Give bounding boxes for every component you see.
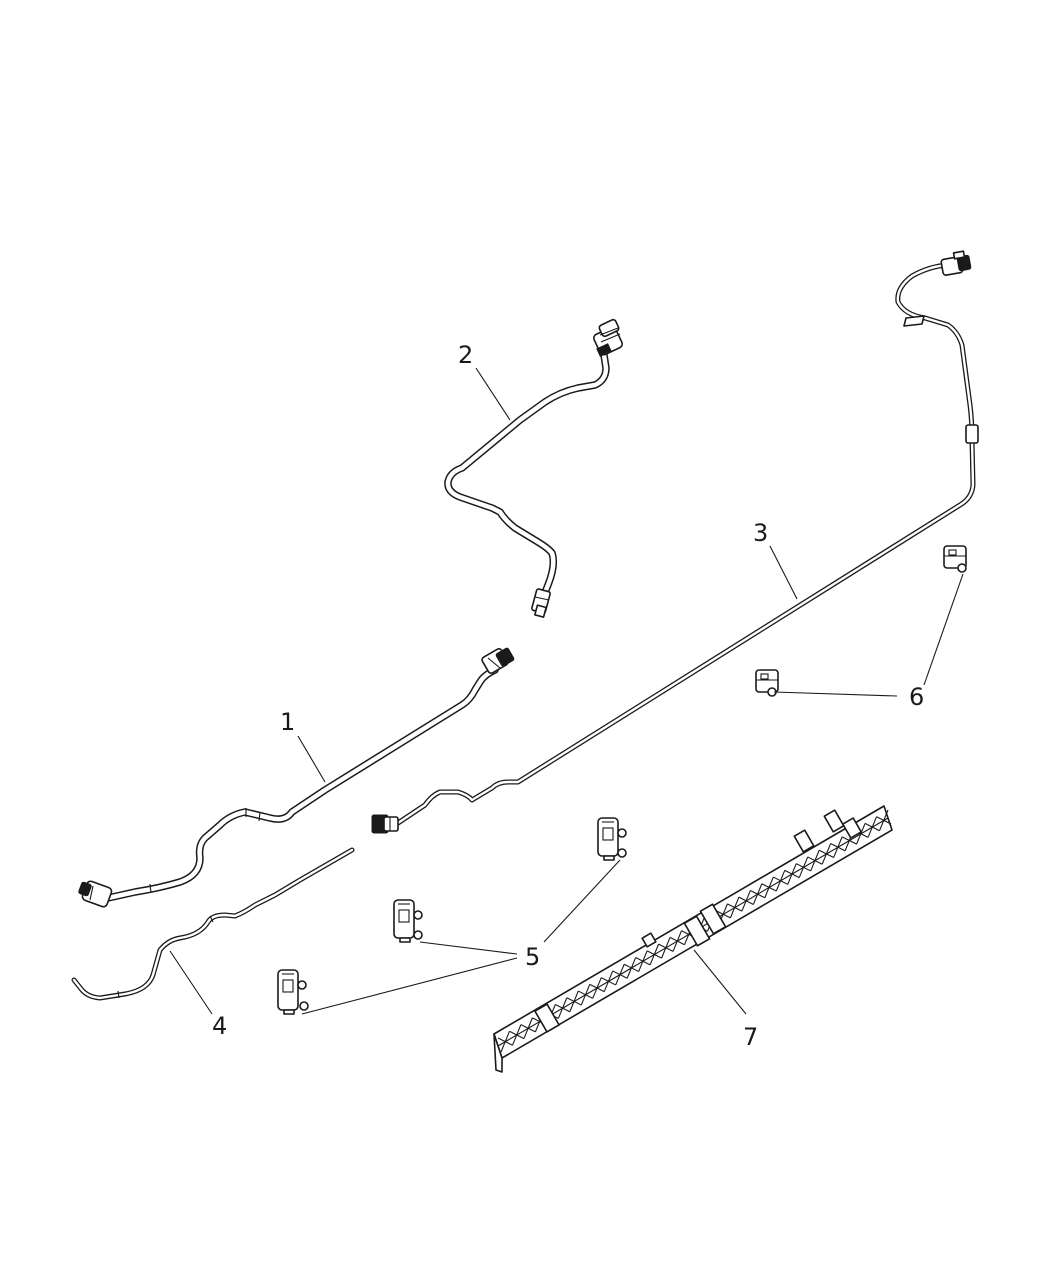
leader-1	[297, 735, 326, 783]
part-3-upper-connector	[940, 250, 972, 276]
part-1-tube	[78, 647, 515, 908]
callout-3: 3	[753, 519, 768, 547]
part-3-lower-connector	[371, 814, 399, 834]
callout-1: 1	[280, 708, 295, 736]
part-4-tube	[71, 847, 355, 1001]
leader-6a	[773, 691, 898, 697]
leader-6b	[923, 573, 964, 686]
leader-5a	[419, 941, 518, 955]
callout-5: 5	[525, 943, 540, 971]
leader-3	[769, 545, 798, 600]
part-3-tube	[371, 250, 979, 834]
leader-7	[693, 949, 747, 1015]
part-2-quick-connector	[592, 318, 624, 357]
callout-7: 7	[743, 1023, 758, 1051]
leader-lines	[169, 367, 964, 1015]
callout-4: 4	[212, 1012, 227, 1040]
part-5-clip-a	[597, 817, 627, 861]
part-1-left-connector	[78, 880, 113, 908]
leader-4	[169, 950, 213, 1015]
leader-2	[475, 367, 511, 421]
part-7-shield	[493, 805, 893, 1073]
part-5-clip-b	[393, 899, 423, 943]
part-2-tube	[444, 318, 624, 618]
leader-5b	[301, 957, 518, 1015]
part-6-retainer-upper	[943, 545, 967, 573]
leader-5c	[543, 859, 621, 943]
callout-6: 6	[909, 683, 924, 711]
part-6-retainer-lower	[755, 669, 779, 697]
part-1-right-connector	[481, 647, 515, 674]
part-2-tube-end-fitting	[531, 588, 551, 618]
callout-labels: 1 2 3 4 5 6 7	[212, 341, 924, 1051]
part-5-clip-c	[277, 969, 309, 1015]
callout-2: 2	[458, 341, 473, 369]
